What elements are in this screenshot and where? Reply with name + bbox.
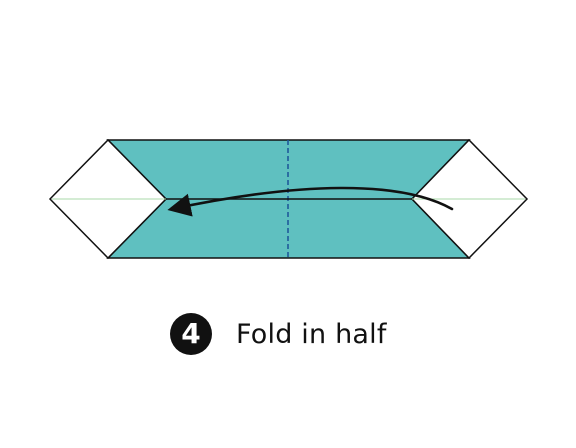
step-instruction: Fold in half [236,318,387,350]
curved-arrow-left-icon [167,186,454,217]
step-number-badge: 4 [170,313,212,355]
step-caption: 4 Fold in half [170,312,387,356]
